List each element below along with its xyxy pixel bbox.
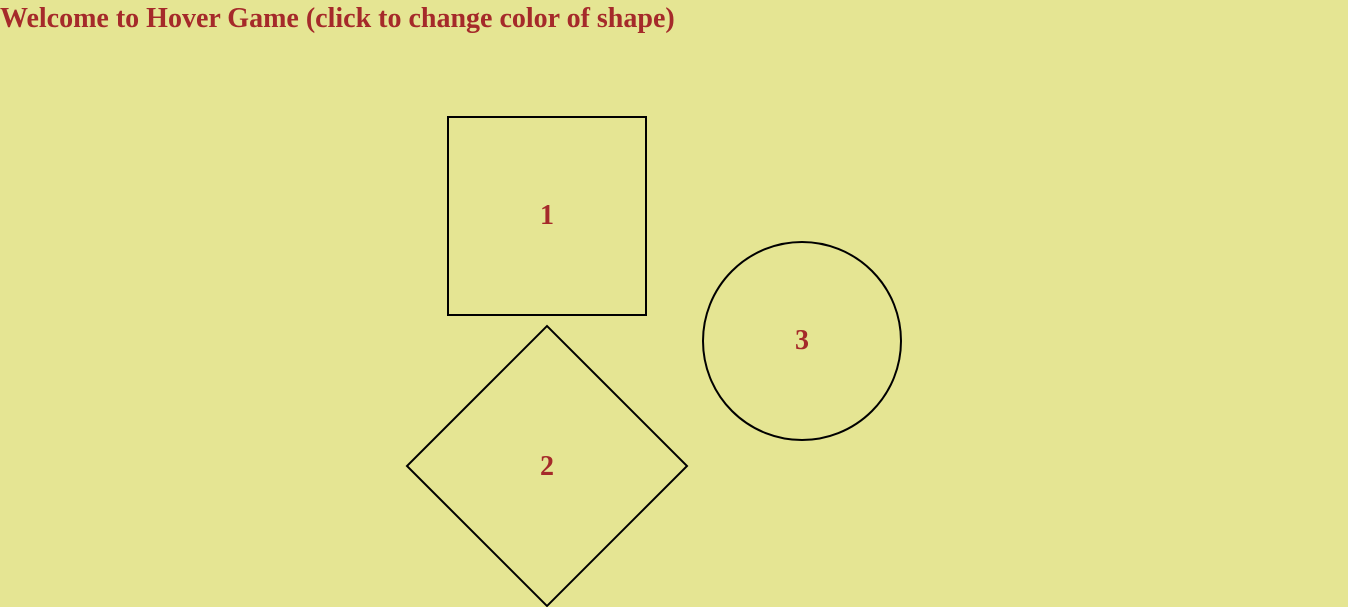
square-shape[interactable] (447, 116, 647, 316)
circle-shape[interactable] (702, 241, 902, 441)
square-shape-label: 1 (540, 200, 554, 231)
diamond-shape-label: 2 (540, 451, 554, 482)
circle-shape-label: 3 (795, 325, 809, 356)
page-title: Welcome to Hover Game (click to change c… (0, 3, 675, 34)
